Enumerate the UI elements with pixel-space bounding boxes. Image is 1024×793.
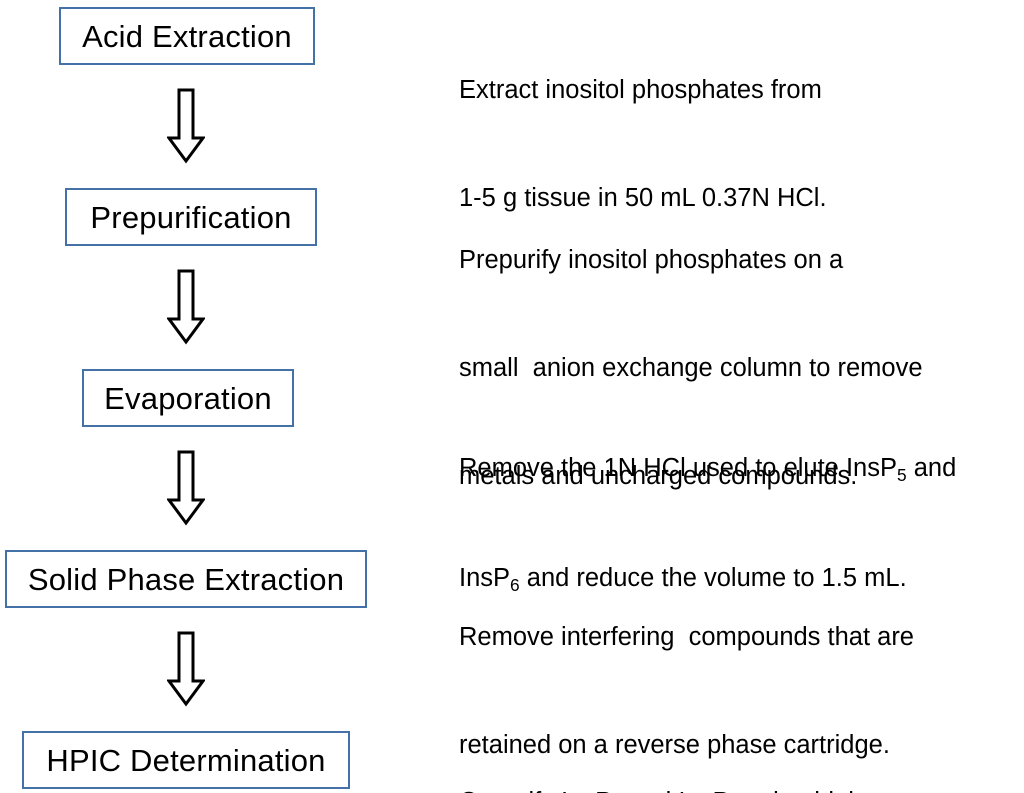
subscript-five: 5 (896, 464, 907, 485)
description-line: small anion exchange column to remove (459, 354, 923, 382)
down-block-arrow-icon-2 (167, 269, 205, 345)
description-line: Prepurify inositol phosphates on a (459, 246, 844, 274)
description-prepurification: Prepurify inositol phosphates on a small… (459, 170, 1024, 566)
description-line: InsP6 and reduce the volume to 1.5 mL. (459, 560, 1024, 598)
down-block-arrow-icon-3 (167, 450, 205, 526)
description-line: 1-5 g tissue in 50 mL 0.37N HCl. (459, 184, 827, 212)
step-label-solid-phase-extraction: Solid Phase Extraction (27, 561, 345, 597)
description-hpic-determination: Quantify InsP5 and InsP6 using high perf… (459, 712, 1024, 793)
description-text: and reduce the volume to 1.5 mL. (519, 564, 907, 592)
description-text: and (906, 454, 957, 482)
description-line: retained on a reverse phase cartridge. (459, 731, 890, 759)
description-line: Quantify InsP5 and InsP6 using high (459, 784, 1024, 793)
description-evaporation: Remove the 1N HCl used to elute InsP5 an… (459, 378, 1024, 670)
step-label-acid-extraction: Acid Extraction (82, 18, 292, 54)
step-box-solid-phase-extraction[interactable]: Solid Phase Extraction (5, 550, 367, 608)
description-line: Remove the 1N HCl used to elute InsP5 an… (459, 450, 1024, 488)
description-text: and InsP (622, 788, 730, 793)
description-solid-phase-extraction: Remove interfering compounds that are re… (459, 547, 1024, 793)
description-text: Remove the 1N HCl used to elute InsP (459, 454, 897, 482)
step-box-prepurification[interactable]: Prepurification (65, 188, 317, 246)
step-label-evaporation: Evaporation (104, 380, 272, 416)
step-label-prepurification: Prepurification (90, 199, 292, 235)
description-line: Extract inositol phosphates from (459, 76, 822, 104)
description-text: Quantify InsP (459, 788, 612, 793)
description-text: using high (739, 788, 862, 793)
step-label-hpic-determination: HPIC Determination (46, 742, 326, 778)
description-line: metals and uncharged compounds. (459, 462, 858, 490)
step-box-acid-extraction[interactable]: Acid Extraction (59, 7, 315, 65)
description-line: Remove interfering compounds that are (459, 623, 914, 651)
step-box-hpic-determination[interactable]: HPIC Determination (22, 731, 350, 789)
step-box-evaporation[interactable]: Evaporation (82, 369, 294, 427)
description-acid-extraction: Extract inositol phosphates from 1-5 g t… (459, 0, 1024, 288)
subscript-six: 6 (510, 574, 520, 595)
down-block-arrow-icon-1 (167, 88, 205, 164)
down-block-arrow-icon-4 (167, 631, 205, 707)
description-text: InsP (459, 564, 511, 592)
